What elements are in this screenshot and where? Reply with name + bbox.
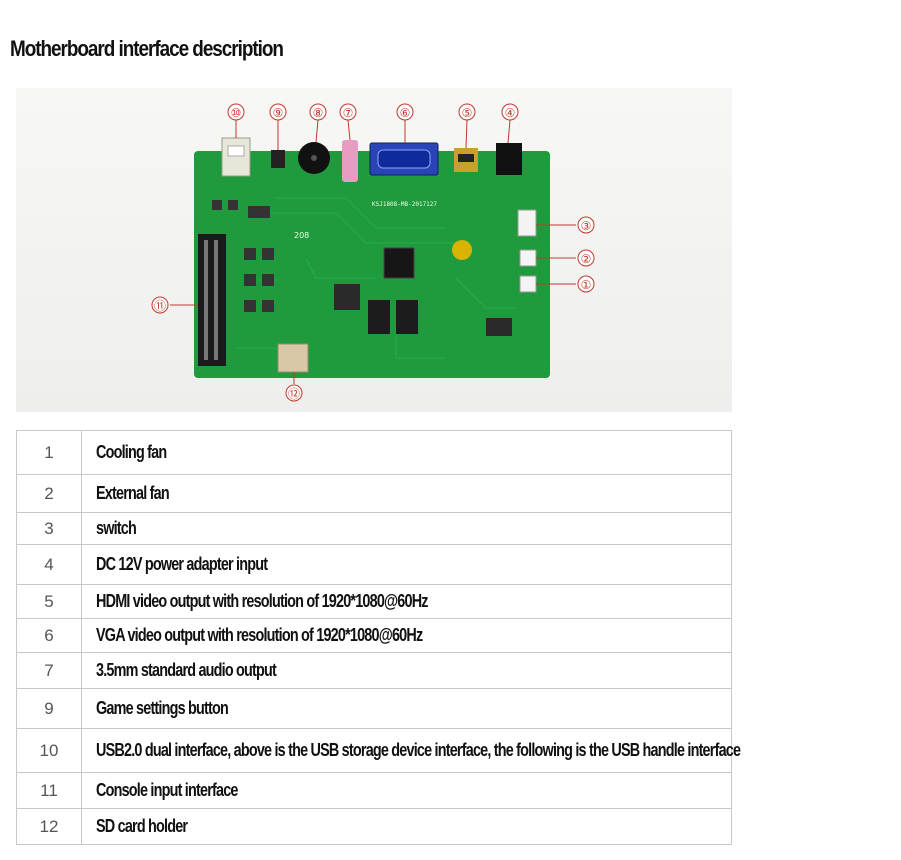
row-description-text: Console input interface	[96, 780, 238, 800]
table-row: 7 3.5mm standard audio output	[16, 652, 732, 689]
row-description: DC 12V power adapter input	[81, 544, 732, 585]
row-description-text: switch	[96, 518, 137, 538]
callout-7: ⑦	[343, 106, 354, 120]
row-description-text: USB2.0 dual interface, above is the USB …	[96, 740, 741, 760]
chip	[486, 318, 512, 336]
row-description: 3.5mm standard audio output	[81, 652, 732, 689]
row-description-text: Game settings button	[96, 698, 229, 718]
callout-circles	[151, 103, 595, 402]
table-row: 2 External fan	[16, 474, 732, 513]
motherboard-illustration: KSJ1808-MB-2017127 208	[151, 103, 595, 402]
page-title: Motherboard interface description	[10, 36, 284, 61]
row-description: SD card holder	[81, 808, 732, 845]
small-components	[212, 200, 274, 312]
callout-2: ②	[581, 252, 592, 266]
dc-jack	[496, 143, 522, 175]
row-description-text: VGA video output with resolution of 1920…	[96, 625, 423, 645]
row-description: Console input interface	[81, 772, 732, 809]
crystal-part	[452, 240, 472, 260]
memory-chip	[368, 300, 390, 334]
sd-card-holder	[277, 343, 309, 373]
table-row: 9 Game settings button	[16, 688, 732, 729]
callout-12: ⑫	[288, 387, 300, 401]
cooling-fan-header	[519, 275, 537, 293]
table-row: 6 VGA video output with resolution of 19…	[16, 618, 732, 653]
row-number: 1	[16, 430, 82, 475]
row-number: 3	[16, 512, 82, 545]
row-description: Game settings button	[81, 688, 732, 729]
row-description-text: HDMI video output with resolution of 192…	[96, 591, 429, 611]
row-description-text: 3.5mm standard audio output	[96, 660, 277, 680]
board-silk-text: 208	[294, 231, 309, 240]
row-number: 7	[16, 652, 82, 689]
row-description: switch	[81, 512, 732, 545]
table-row: 11 Console input interface	[16, 772, 732, 809]
row-description: USB2.0 dual interface, above is the USB …	[81, 728, 741, 773]
usb-connector	[221, 137, 251, 177]
row-description-text: SD card holder	[96, 816, 188, 836]
row-number: 10	[16, 728, 82, 773]
row-number: 9	[16, 688, 82, 729]
callout-lines	[170, 119, 576, 384]
row-description-text: External fan	[96, 483, 170, 503]
row-description-text: Cooling fan	[96, 442, 167, 462]
row-description: HDMI video output with resolution of 192…	[81, 584, 732, 619]
pcb-traces	[236, 197, 516, 369]
chip	[334, 284, 360, 310]
table-row: 12 SD card holder	[16, 808, 732, 845]
row-number: 6	[16, 618, 82, 653]
row-number: 11	[16, 772, 82, 809]
switch-header	[517, 209, 537, 237]
memory-chip	[396, 300, 418, 334]
callout-6: ⑥	[400, 106, 411, 120]
soc-chip	[383, 247, 415, 279]
board-model-text: KSJ1808-MB-2017127	[372, 201, 437, 208]
callout-1: ①	[581, 278, 592, 292]
row-number: 5	[16, 584, 82, 619]
audio-jack	[342, 140, 358, 182]
console-header	[198, 234, 226, 366]
row-description: VGA video output with resolution of 1920…	[81, 618, 732, 653]
callout-5: ⑤	[462, 106, 473, 120]
row-number: 12	[16, 808, 82, 845]
callout-11: ⑪	[154, 299, 166, 313]
external-fan-header	[519, 249, 537, 267]
row-number: 4	[16, 544, 82, 585]
settings-button-part	[271, 150, 285, 168]
table-row: 4 DC 12V power adapter input	[16, 544, 732, 585]
table-row: 3 switch	[16, 512, 732, 545]
callout-9: ⑨	[273, 106, 284, 120]
row-number: 2	[16, 474, 82, 513]
motherboard-photo: KSJ1808-MB-2017127 208	[16, 88, 732, 412]
row-description-text: DC 12V power adapter input	[96, 554, 268, 574]
callout-4: ④	[505, 106, 516, 120]
interface-table: 1 Cooling fan 2 External fan 3 switch 4 …	[16, 430, 741, 845]
row-description: External fan	[81, 474, 732, 513]
row-description: Cooling fan	[81, 430, 732, 475]
table-row: 1 Cooling fan	[16, 430, 732, 475]
pcb-board	[194, 151, 550, 378]
callout-8: ⑧	[313, 106, 324, 120]
table-row: 10 USB2.0 dual interface, above is the U…	[16, 728, 741, 773]
callout-3: ③	[581, 219, 592, 233]
table-row: 5 HDMI video output with resolution of 1…	[16, 584, 732, 619]
callout-10: ⑩	[231, 106, 242, 120]
